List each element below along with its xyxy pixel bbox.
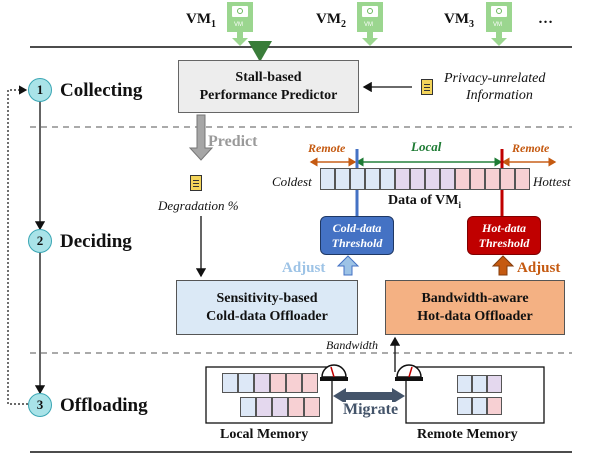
data-cell bbox=[425, 168, 440, 190]
degradation-label: Degradation % bbox=[158, 198, 239, 213]
vm-monitor-icon: VM bbox=[227, 2, 253, 32]
cold-threshold-line2: Threshold bbox=[331, 235, 383, 250]
hot-threshold-line1: Hot-data bbox=[482, 221, 526, 236]
cold-offloader-line2: Cold-data Offloader bbox=[206, 308, 328, 324]
step-badge-2: 2 bbox=[28, 229, 52, 253]
data-cell bbox=[365, 168, 380, 190]
memory-cell bbox=[288, 397, 304, 417]
memory-cell bbox=[254, 373, 270, 393]
memory-cell bbox=[472, 375, 487, 393]
memory-cell bbox=[487, 397, 502, 415]
gauge-icon-left bbox=[320, 364, 348, 381]
data-cell bbox=[470, 168, 485, 190]
step-label-offloading: Offloading bbox=[60, 395, 148, 416]
data-bar bbox=[320, 168, 530, 190]
remote-right-label: Remote bbox=[512, 141, 550, 155]
step-label-deciding: Deciding bbox=[60, 231, 132, 252]
cold-offloader-line1: Sensitivity-based bbox=[216, 291, 318, 306]
migrate-label: Migrate bbox=[341, 401, 401, 418]
local-memory-label: Local Memory bbox=[220, 427, 309, 442]
document-icon bbox=[421, 79, 433, 95]
data-vm-title: Data of VMi bbox=[388, 193, 462, 210]
memory-cell bbox=[256, 397, 272, 417]
predictor-line2: Performance Predictor bbox=[199, 87, 338, 103]
vm1-label: VM1 bbox=[186, 11, 216, 30]
hot-threshold-line2: Threshold bbox=[478, 235, 530, 250]
vm-ellipsis: … bbox=[538, 11, 553, 27]
remote-memory-label: Remote Memory bbox=[417, 427, 518, 442]
adjust-left-label: Adjust bbox=[282, 260, 326, 276]
coldest-label: Coldest bbox=[272, 174, 312, 189]
remote-left-label: Remote bbox=[308, 141, 346, 155]
privacy-line1: Privacy-unrelated bbox=[444, 71, 546, 86]
data-cell bbox=[395, 168, 410, 190]
step-label-collecting: Collecting bbox=[60, 80, 143, 101]
memory-cell bbox=[272, 397, 288, 417]
memory-cell bbox=[286, 373, 302, 393]
privacy-line2: Information bbox=[466, 88, 533, 103]
cold-threshold-line1: Cold-data bbox=[332, 221, 382, 236]
data-cell bbox=[440, 168, 455, 190]
local-label: Local bbox=[411, 139, 442, 154]
memory-cell bbox=[222, 373, 238, 393]
memory-cell bbox=[457, 375, 472, 393]
data-cell bbox=[380, 168, 395, 190]
vm-monitor-icon: VM bbox=[486, 2, 512, 32]
document-icon bbox=[190, 175, 202, 191]
data-cell bbox=[515, 168, 530, 190]
vm-monitor-icon: VM bbox=[357, 2, 383, 32]
data-cell bbox=[455, 168, 470, 190]
hottest-label: Hottest bbox=[533, 174, 571, 189]
data-cell bbox=[320, 168, 335, 190]
bandwidth-label: Bandwidth bbox=[326, 338, 379, 352]
hot-offloader-line2: Hot-data Offloader bbox=[417, 308, 533, 324]
adjust-right-label: Adjust bbox=[517, 260, 561, 276]
memory-cell bbox=[240, 397, 256, 417]
vm2-label: VM2 bbox=[316, 11, 346, 30]
memory-cell bbox=[472, 397, 487, 415]
vm-icon-text: VM bbox=[493, 22, 502, 28]
memory-cell bbox=[238, 373, 254, 393]
vm-icon-text: VM bbox=[364, 22, 373, 28]
predict-label: Predict bbox=[208, 133, 258, 150]
memory-cell bbox=[302, 373, 318, 393]
step-badge-3: 3 bbox=[28, 393, 52, 417]
memory-cell bbox=[270, 373, 286, 393]
data-cell bbox=[485, 168, 500, 190]
predictor-line1: Stall-based bbox=[235, 70, 302, 85]
memory-cell bbox=[457, 397, 472, 415]
hot-offloader-line1: Bandwidth-aware bbox=[421, 291, 529, 306]
data-cell bbox=[335, 168, 350, 190]
data-cell bbox=[350, 168, 365, 190]
data-cell bbox=[410, 168, 425, 190]
gauge-icon-right bbox=[395, 364, 423, 381]
memory-cell bbox=[487, 375, 502, 393]
memory-cell bbox=[304, 397, 320, 417]
vm3-label: VM3 bbox=[444, 11, 474, 30]
data-cell bbox=[500, 168, 515, 190]
step-badge-1: 1 bbox=[28, 78, 52, 102]
vm-icon-text: VM bbox=[234, 22, 243, 28]
